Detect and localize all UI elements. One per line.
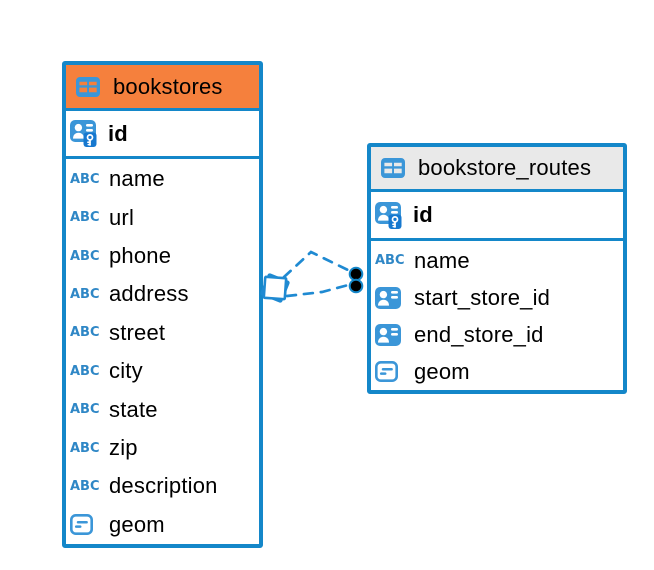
text-type-icon: ABC bbox=[70, 248, 100, 264]
column-row-state[interactable]: ABC state bbox=[70, 396, 158, 422]
reference-type-icon bbox=[375, 323, 408, 346]
column-row-phone[interactable]: ABC phone bbox=[70, 243, 172, 269]
column-row-address[interactable]: ABC address bbox=[70, 281, 189, 307]
column-row-street[interactable]: ABC street bbox=[70, 319, 166, 345]
geometry-type-icon bbox=[375, 361, 408, 382]
table-title: bookstores bbox=[113, 73, 223, 99]
column-list: ABC name ABC url ABC phone ABC address A… bbox=[66, 159, 259, 544]
table-routes-header[interactable]: bookstore_routes bbox=[371, 147, 623, 192]
table-icon bbox=[76, 76, 100, 97]
column-row-name[interactable]: ABC name bbox=[375, 247, 470, 273]
column-list: ABC name start_store_id bbox=[371, 241, 623, 390]
text-type-icon: ABC bbox=[70, 363, 100, 380]
column-row-geom[interactable]: geom bbox=[371, 353, 623, 390]
column-row-end-store-id[interactable]: end_store_id bbox=[371, 316, 623, 353]
table-icon bbox=[381, 158, 405, 178]
text-type-icon: ABC bbox=[70, 324, 100, 341]
text-type-icon: ABC bbox=[70, 401, 100, 418]
table-bookstores-header[interactable]: bookstores bbox=[66, 65, 259, 111]
column-row-city[interactable]: ABC city bbox=[70, 358, 143, 384]
column-row-description[interactable]: ABC description bbox=[70, 473, 218, 499]
text-type-icon: ABC bbox=[70, 171, 100, 188]
edge-diamond-marker[interactable] bbox=[260, 273, 290, 303]
primary-key-icon bbox=[375, 201, 405, 230]
table-title: bookstore_routes bbox=[418, 155, 592, 180]
primary-key-icon bbox=[70, 119, 100, 148]
text-type-icon: ABC bbox=[70, 209, 100, 226]
relationship-edge-end-store-id[interactable] bbox=[285, 282, 354, 298]
column-row-name[interactable]: ABC name bbox=[70, 166, 165, 192]
text-type-icon: ABC bbox=[70, 286, 100, 303]
geometry-type-icon bbox=[70, 514, 103, 536]
text-type-icon: ABC bbox=[375, 252, 405, 269]
table-bookstore-routes[interactable]: bookstore_routes id bbox=[367, 143, 627, 394]
column-row-start-store-id[interactable]: start_store_id bbox=[371, 279, 623, 316]
text-type-icon: ABC bbox=[70, 478, 100, 495]
column-row-url[interactable]: ABC url bbox=[70, 204, 135, 230]
column-row-geom[interactable]: geom bbox=[66, 506, 259, 544]
relationship-edge-start-store-id[interactable] bbox=[282, 250, 354, 279]
pk-row-routes-id[interactable]: id bbox=[371, 192, 623, 241]
edge-dot-markers[interactable] bbox=[348, 266, 364, 294]
column-row-zip[interactable]: ABC zip bbox=[70, 435, 138, 461]
pk-row-bookstores-id[interactable]: id bbox=[66, 111, 259, 159]
pk-column-name: id bbox=[108, 120, 128, 146]
reference-type-icon bbox=[375, 286, 408, 309]
pk-column-name: id bbox=[413, 202, 433, 227]
table-bookstores[interactable]: bookstores id ABC bbox=[62, 61, 263, 548]
text-type-icon: ABC bbox=[70, 440, 100, 456]
